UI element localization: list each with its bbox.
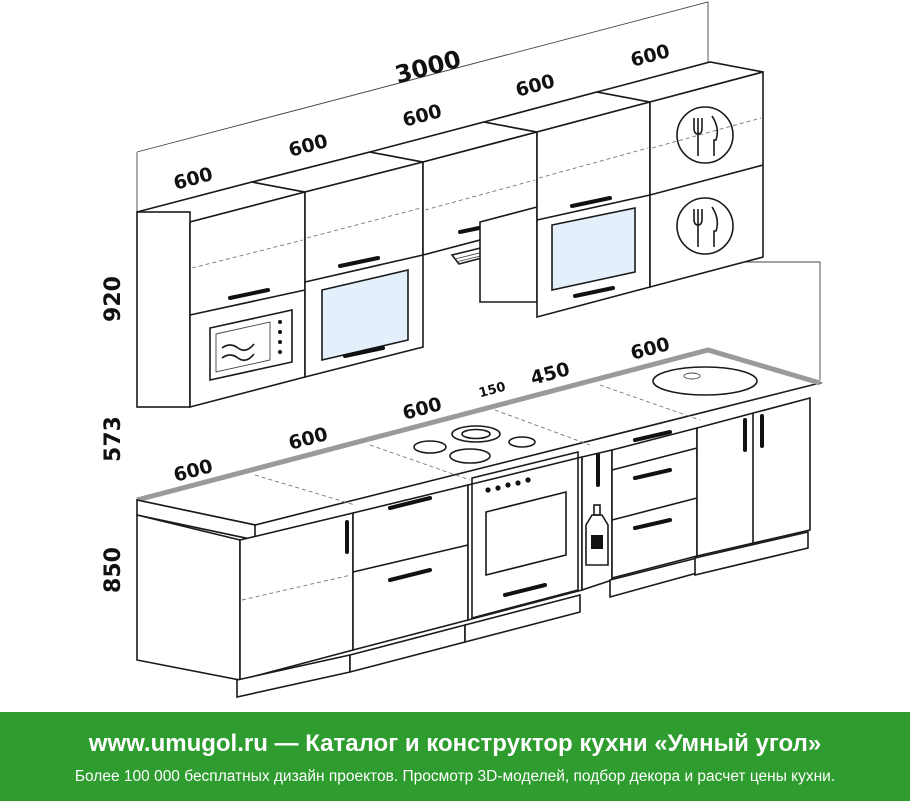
cooktop	[413, 425, 536, 464]
dim-upper-3: 600	[400, 100, 444, 132]
base-cabinets	[136, 396, 811, 698]
dim-total-width: 3000	[392, 45, 464, 89]
dim-base-height: 850	[101, 547, 126, 593]
bottle-icon	[585, 504, 609, 566]
footer-banner: www.umugol.ru — Каталог и конструктор ку…	[0, 712, 910, 801]
dim-upper-height: 920	[101, 276, 126, 322]
dim-upper-1: 600	[171, 163, 215, 195]
upper-cabinets	[136, 61, 764, 409]
footer-title-link[interactable]: www.umugol.ru — Каталог и конструктор ку…	[88, 730, 822, 757]
kitchen-drawing: 3000 600 600 600 600 600 920 573 850 600…	[101, 1, 824, 698]
oven	[471, 450, 579, 620]
dim-base-4: 150	[477, 380, 507, 402]
sink	[652, 366, 758, 396]
dim-upper-5: 600	[628, 40, 672, 72]
dim-upper-4: 600	[513, 70, 557, 102]
countertop	[136, 347, 824, 541]
dim-gap-height: 573	[101, 416, 126, 462]
plate-icon	[676, 197, 734, 255]
dim-upper-2: 600	[286, 130, 330, 162]
footer-subtitle: Более 100 000 бесплатных дизайн проектов…	[74, 768, 836, 785]
plate-icon	[676, 106, 734, 164]
microwave	[209, 309, 293, 381]
